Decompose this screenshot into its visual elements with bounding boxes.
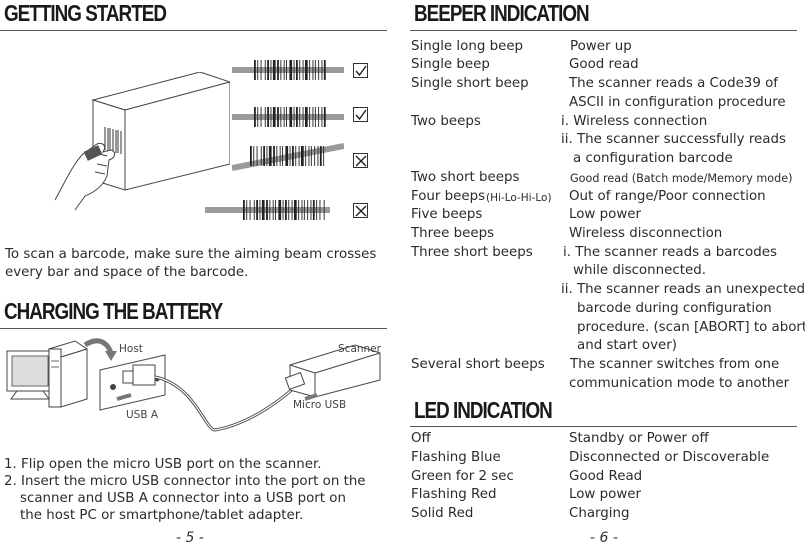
barcode-4 <box>205 200 330 220</box>
beeper-heading: BEEPER INDICATION <box>414 0 590 26</box>
beeper-description: a configuration barcode <box>573 151 733 166</box>
beeper-description: Power up <box>570 39 632 54</box>
getting-started-heading: GETTING STARTED <box>4 0 167 26</box>
beeper-description: barcode during configuration <box>577 301 772 316</box>
check-icon <box>353 107 368 122</box>
beeper-description: while disconnected. <box>573 263 706 278</box>
charging-step-2-cont: scanner and USB A connector into a USB p… <box>20 491 346 506</box>
beeper-description: The scanner switches from one <box>570 357 780 372</box>
beeper-description: ii. The scanner successfully reads <box>561 132 786 147</box>
beeper-description: Low power <box>569 207 642 222</box>
scan-instruction-line: To scan a barcode, make sure the aiming … <box>5 247 377 262</box>
check-icon <box>353 63 368 78</box>
led-heading: LED INDICATION <box>414 397 553 423</box>
scanner-label: Scanner <box>338 343 381 355</box>
beeper-name: Two beeps <box>411 114 481 129</box>
beeper-name: Three beeps <box>411 226 495 241</box>
page-number-left: - 5 - <box>176 530 204 546</box>
beeper-description: and start over) <box>577 338 677 353</box>
barcode-1 <box>232 60 344 80</box>
beeper-description: Wireless disconnection <box>569 226 723 241</box>
charging-heading: CHARGING THE BATTERY <box>4 298 223 324</box>
charging-step-2: 2. Insert the micro USB connector into t… <box>4 474 366 489</box>
beeper-description: Out of range/Poor connection <box>569 189 766 204</box>
beeper-name: Single beep <box>411 57 490 72</box>
led-state: Green for 2 sec <box>411 469 514 484</box>
beeper-description: ii. The scanner reads an unexpected <box>561 282 805 297</box>
host-label: Host <box>119 343 143 355</box>
barcode-3 <box>232 143 344 171</box>
beeper-description: i. Wireless connection <box>561 114 708 129</box>
charging-step-1: 1. Flip open the micro USB port on the s… <box>4 457 322 472</box>
beeper-name: Three short beeps <box>411 245 533 260</box>
beeper-name: Single long beep <box>411 39 524 54</box>
cross-box-icon <box>353 203 368 218</box>
heading-rule <box>0 30 387 31</box>
scan-instruction-line: every bar and space of the barcode. <box>5 265 249 280</box>
beeper-name: Single short beep <box>411 76 529 91</box>
cross-box-icon <box>353 153 368 168</box>
beeper-description: The scanner reads a Code39 of <box>569 76 779 91</box>
charging-step-2-cont: the host PC or smartphone/tablet adapter… <box>20 508 304 523</box>
beeper-name: Several short beeps <box>411 357 545 372</box>
beeper-description: Good read (Batch mode/Memory mode) <box>570 172 793 185</box>
beeper-description: Good read <box>569 57 639 72</box>
beeper-description: i. The scanner reads a barcodes <box>563 245 777 260</box>
barcode-2 <box>232 107 344 127</box>
heading-rule <box>0 328 387 329</box>
hand-scanner-illustration <box>55 72 230 211</box>
usb-a-label: USB A <box>126 409 159 421</box>
led-meaning: Disconnected or Discoverable <box>569 450 770 465</box>
beeper-description: procedure. (scan [ABORT] to abort <box>577 320 805 335</box>
led-meaning: Standby or Power off <box>569 431 709 446</box>
micro-usb-label: Micro USB <box>293 399 347 411</box>
led-state: Flashing Blue <box>411 450 501 465</box>
beeper-description: communication mode to another <box>569 376 790 391</box>
led-meaning: Good Read <box>569 469 643 484</box>
led-state: Flashing Red <box>411 487 497 502</box>
charging-illustration <box>6 338 381 432</box>
beeper-name-note: (Hi-Lo-Hi-Lo) <box>486 192 552 204</box>
beeper-name: Four beeps <box>411 189 486 204</box>
heading-rule <box>410 30 797 31</box>
page-number-right: - 6 - <box>590 530 618 546</box>
heading-rule <box>410 426 797 427</box>
beeper-name: Two short beeps <box>411 170 520 185</box>
led-meaning: Charging <box>569 506 630 521</box>
led-state: Off <box>411 431 431 446</box>
beeper-name: Five beeps <box>411 207 483 222</box>
led-meaning: Low power <box>569 487 642 502</box>
led-state: Solid Red <box>411 506 474 521</box>
beeper-description: ASCII in configuration procedure <box>569 95 786 110</box>
